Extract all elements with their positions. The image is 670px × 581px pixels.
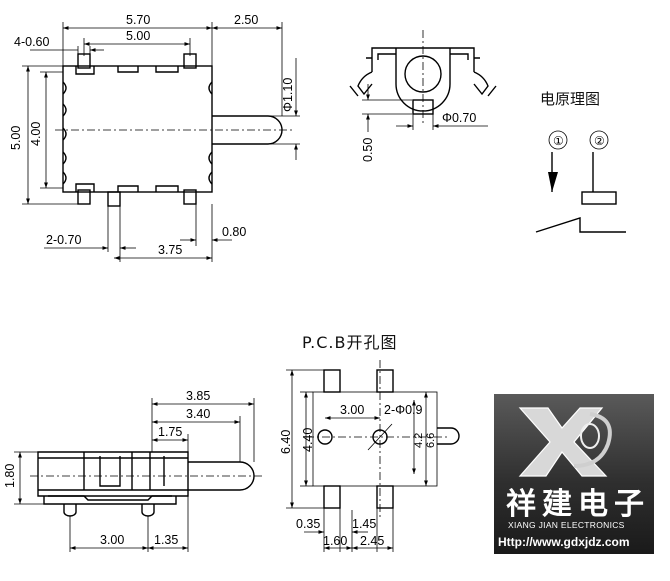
dim-pcb-pad-v2: 6.6 xyxy=(425,433,437,448)
dim-pcb-height-outer: 6.40 xyxy=(279,430,293,454)
dim-pcb-hole-spacing: 3.00 xyxy=(340,403,364,417)
schematic-pin-2: ② xyxy=(594,134,605,148)
dim-leg-offset: 3.75 xyxy=(158,243,182,257)
logo-url: Http://www.gdxjdz.com xyxy=(498,535,630,549)
top-view-body xyxy=(62,65,213,193)
side-view: 0.50 Φ0.70 xyxy=(349,30,497,162)
front-view-plunger xyxy=(188,461,255,491)
pcb-pad xyxy=(323,369,341,393)
schematic-pin-1: ① xyxy=(553,134,564,148)
pcb-pad xyxy=(323,485,341,509)
schematic-title: 电原理图 xyxy=(540,90,600,108)
schematic: 电原理图 ① ② xyxy=(535,90,626,233)
dim-width-inner: 5.00 xyxy=(126,29,150,43)
pcb-pad xyxy=(376,369,394,393)
dim-height-outer: 5.00 xyxy=(9,126,23,150)
dim-pcb-pad-v1: 4.2 xyxy=(413,433,425,448)
dim-pcb-height-inner: 4.40 xyxy=(301,428,315,452)
side-view-ball xyxy=(404,55,442,93)
top-view-leg xyxy=(107,191,121,207)
dim-front-pin-spacing: 3.00 xyxy=(100,533,124,547)
dim-pcb-pad-a: 1.60 xyxy=(323,534,347,548)
dim-front-height: 1.80 xyxy=(3,464,17,488)
dim-leg-spacing: 0.80 xyxy=(222,225,246,239)
logo-name-en: XIANG JIAN ELECTRONICS xyxy=(508,520,625,530)
front-view-pin xyxy=(141,504,155,517)
front-view-pin xyxy=(63,504,77,517)
dim-pin-diameter: Φ0.70 xyxy=(442,111,476,125)
pcb-plunger-cutout xyxy=(437,427,460,445)
front-view: 3.85 3.40 1.75 1.80 3.00 1.35 xyxy=(3,389,262,552)
top-view-pin xyxy=(77,189,91,205)
dim-width-outer: 5.70 xyxy=(126,13,150,27)
schematic-contact xyxy=(581,191,617,205)
dim-pcb-hole-diameter: 2-Φ0.9 xyxy=(384,403,423,417)
top-view-pin xyxy=(183,189,197,205)
top-view: 5.70 5.00 4-0.60 2.50 5.00 4.00 Φ1.10 xyxy=(9,13,300,262)
dim-pcb-pad-b: 2.45 xyxy=(360,534,384,548)
pcb-outline xyxy=(312,391,438,487)
dim-leg-width: 2-0.70 xyxy=(46,233,81,247)
dim-front-pin-offset: 1.35 xyxy=(154,533,178,547)
company-logo: 祥建电子 XIANG JIAN ELECTRONICS Http://www.g… xyxy=(494,394,654,554)
dim-front-body: 3.40 xyxy=(186,407,210,421)
dim-front-total: 3.85 xyxy=(186,389,210,403)
dim-pin-width: 4-0.60 xyxy=(14,35,49,49)
dim-pcb-pad-gap: 1.45 xyxy=(352,517,376,531)
dim-leg-height: 0.50 xyxy=(361,138,375,162)
schematic-switch-symbol xyxy=(535,217,626,233)
pcb-pad xyxy=(376,485,394,509)
pcb-layout: P.C.B开孔图 6.40 4.40 3.00 2-Φ0.9 4.2 xyxy=(279,333,460,552)
dim-pcb-pad-w: 0.35 xyxy=(296,517,320,531)
dim-plunger-length: 2.50 xyxy=(234,13,258,27)
dim-plunger-diameter: Φ1.10 xyxy=(281,78,295,112)
logo-xj-icon xyxy=(518,407,608,477)
dim-front-inner: 1.75 xyxy=(158,425,182,439)
pcb-title: P.C.B开孔图 xyxy=(302,333,397,352)
logo-name-cn: 祥建电子 xyxy=(506,487,650,522)
dim-height-inner: 4.00 xyxy=(29,122,43,146)
